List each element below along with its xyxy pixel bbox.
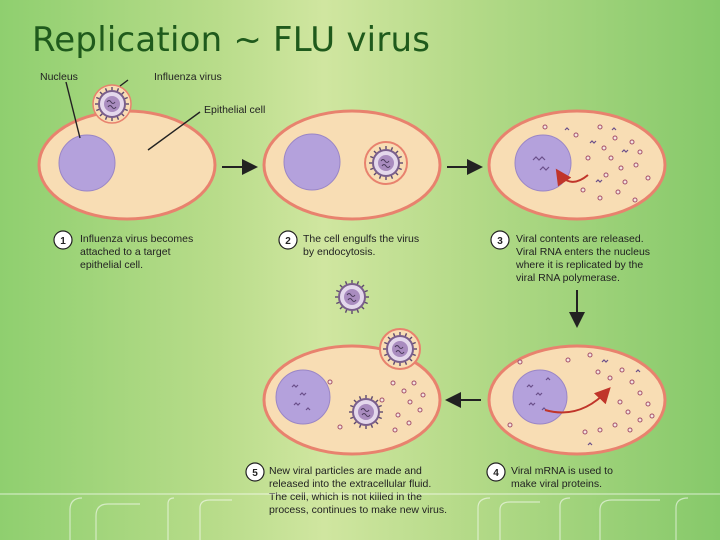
svg-text:2: 2	[285, 236, 291, 247]
svg-text:make viral proteins.: make viral proteins.	[511, 478, 602, 490]
svg-text:Influenza virus becomes: Influenza virus becomes	[80, 233, 193, 245]
svg-text:Viral mRNA is used to: Viral mRNA is used to	[511, 465, 613, 477]
nucleus-4	[513, 370, 567, 424]
nucleus-2	[284, 134, 340, 190]
svg-text:released into the extracellula: released into the extracellular fluid.	[269, 478, 431, 490]
nucleus-1	[59, 135, 115, 191]
svg-text:Viral contents are released.: Viral contents are released.	[516, 233, 644, 245]
label-nucleus: Nucleus	[40, 71, 78, 83]
virus-budding	[383, 332, 417, 366]
virus-released	[335, 280, 369, 314]
cell-step-2	[264, 111, 440, 219]
cell-step-3	[489, 111, 665, 219]
step-5-caption: 5 New viral particles are made and relea…	[246, 463, 447, 516]
step-1-caption: 1 Influenza virus becomes attached to a …	[54, 231, 193, 271]
cell-step-1	[39, 85, 215, 219]
virus-attached	[95, 87, 129, 121]
svg-text:epithelial cell.: epithelial cell.	[80, 259, 143, 271]
svg-text:process, continues to make new: process, continues to make new virus.	[269, 504, 447, 516]
svg-text:3: 3	[497, 236, 503, 247]
svg-text:Viral RNA enters the nucleus: Viral RNA enters the nucleus	[516, 246, 650, 258]
svg-text:attached to a target: attached to a target	[80, 246, 171, 258]
svg-text:by endocytosis.: by endocytosis.	[303, 246, 375, 258]
svg-text:4: 4	[493, 468, 499, 479]
svg-text:where it is replicated by the: where it is replicated by the	[515, 259, 643, 271]
nucleus-3	[515, 135, 571, 191]
svg-text:The cell engulfs the virus: The cell engulfs the virus	[303, 233, 419, 245]
nucleus-5	[276, 370, 330, 424]
virus-assembling	[349, 395, 383, 429]
step-4-caption: 4 Viral mRNA is used to make viral prote…	[487, 463, 613, 490]
cell-step-4	[489, 346, 665, 454]
svg-text:5: 5	[252, 468, 258, 479]
label-epithelial-cell: Epithelial cell	[204, 104, 265, 116]
cell-step-5	[264, 329, 440, 454]
label-influenza-virus: Influenza virus	[154, 71, 222, 83]
step-3-caption: 3 Viral contents are released. Viral RNA…	[491, 231, 650, 284]
svg-text:1: 1	[60, 236, 66, 247]
step-2-caption: 2 The cell engulfs the virus by endocyto…	[279, 231, 419, 258]
svg-text:New viral particles are made a: New viral particles are made and	[269, 465, 422, 477]
svg-text:viral RNA polymerase.: viral RNA polymerase.	[516, 272, 620, 284]
virus-engulfed	[369, 146, 403, 180]
svg-text:The cell, which is not killed: The cell, which is not killed in the	[269, 491, 422, 503]
